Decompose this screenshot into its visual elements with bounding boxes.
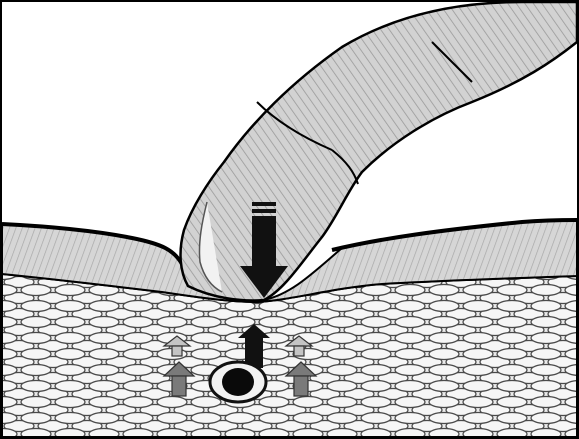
blood-vessel-icon <box>210 362 266 402</box>
